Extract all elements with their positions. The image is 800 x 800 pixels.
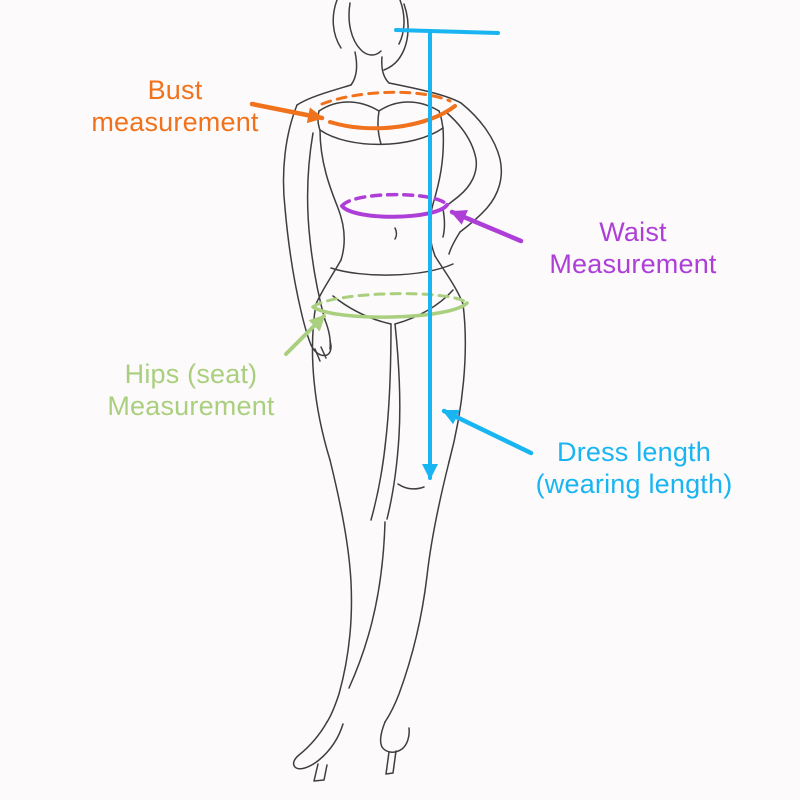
inner-thigh-right: [386, 323, 401, 520]
dress-label-line1: Dress length: [557, 437, 711, 467]
bust-label-line2: measurement: [91, 107, 259, 137]
right-arm-inner: [442, 112, 478, 210]
neck-right: [381, 56, 390, 84]
waist-label-line2: Measurement: [549, 249, 717, 279]
face-outline: [348, 2, 382, 56]
right-shoe-stiletto-heel: [385, 750, 397, 775]
inner-thigh-left: [370, 323, 392, 521]
hips-measurement-graphics: [284, 292, 469, 356]
hair-right-stroke: [398, 0, 405, 45]
waist-measurement-graphics: [340, 192, 524, 244]
bust-dashed-arc: [320, 90, 452, 106]
dress-length-label: Dress length (wearing length): [512, 436, 756, 500]
bust-label-line1: Bust: [147, 75, 203, 105]
waist-solid-arc: [340, 203, 449, 219]
front-calf-inner: [348, 521, 386, 689]
panty-top-edge: [330, 263, 454, 276]
left-shoe-heel: [313, 763, 328, 782]
panty-right-leg-edge: [394, 289, 454, 325]
dress-length-pointer-arrow: [441, 408, 534, 456]
hips-solid-arc: [311, 301, 469, 319]
navel: [394, 227, 398, 240]
waist-dashed-arc: [340, 192, 449, 208]
bra-left-edge: [317, 110, 321, 131]
right-hand-on-hip: [448, 231, 461, 255]
left-shoe-outline: [292, 721, 344, 770]
bust-measurement-graphics: [249, 90, 457, 131]
hip-left-outline: [311, 259, 342, 461]
right-shoe-outline: [379, 721, 410, 753]
bust-solid-arc: [328, 104, 457, 131]
bra-right-edge: [438, 110, 444, 129]
shoulder-left: [296, 84, 352, 106]
dress-length-top-line: [394, 28, 500, 35]
waist-measurement-label: Waist Measurement: [528, 216, 738, 280]
right-hand-on-hip2: [442, 208, 446, 238]
bra-top-right-cup: [378, 101, 440, 112]
neck-left: [350, 51, 358, 86]
hair-left-stroke: [332, 0, 342, 49]
dress-label-line2: (wearing length): [535, 469, 733, 499]
right-arm-outer: [459, 102, 503, 233]
hips-measurement-label: Hips (seat) Measurement: [82, 358, 300, 422]
hips-dashed-arc: [311, 292, 469, 309]
dress-length-graphics: [394, 28, 534, 480]
left-leg-outer: [326, 459, 353, 723]
hips-pointer-arrow: [284, 314, 326, 356]
right-leg-outer: [384, 461, 450, 723]
panty-left-leg-edge: [332, 295, 392, 325]
hips-label-line2: Measurement: [107, 391, 275, 421]
left-hand-finger3: [320, 346, 327, 359]
hips-label-line1: Hips (seat): [124, 359, 258, 389]
waist-label-line1: Waist: [599, 217, 667, 247]
torso-left-side: [319, 129, 345, 261]
bra-bottom-band: [319, 127, 444, 146]
left-arm-inner: [306, 132, 326, 321]
knee-crease: [397, 483, 425, 490]
bust-pointer-arrow: [249, 101, 325, 124]
hair-back-stroke: [383, 3, 409, 71]
bust-measurement-label: Bust measurement: [60, 74, 290, 138]
hip-right-outline: [434, 255, 467, 463]
left-hand-finger2: [314, 348, 321, 362]
left-arm-outer: [282, 104, 312, 346]
bra-top-left-cup: [318, 101, 380, 112]
waist-pointer-arrow: [449, 209, 524, 244]
left-hand-finger: [324, 319, 331, 350]
